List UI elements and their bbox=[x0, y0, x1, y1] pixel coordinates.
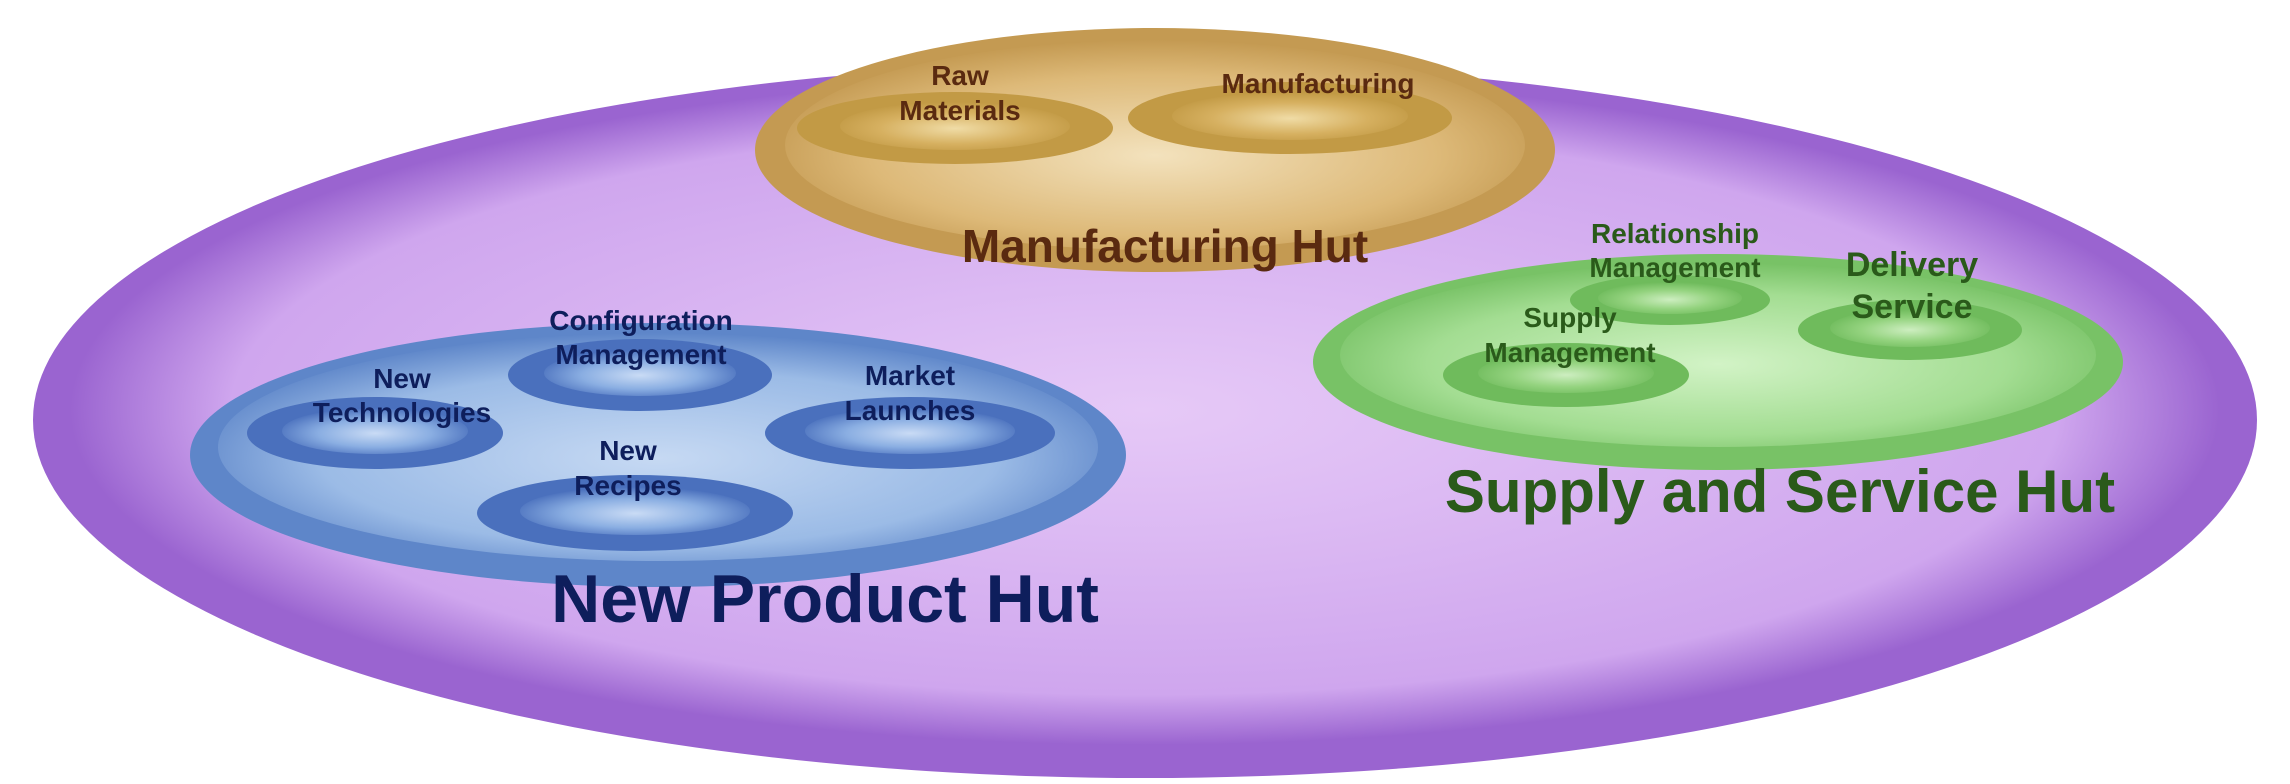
manufacturing-item-raw-materials bbox=[797, 92, 1113, 164]
delivery-service-label-line-1: Delivery bbox=[1846, 246, 1978, 284]
supply-item-supply-management bbox=[1443, 343, 1689, 407]
new-product-item-configuration-management bbox=[508, 339, 772, 411]
new-product-item-new-technologies bbox=[247, 397, 503, 469]
market-launches-label-line-2: Launches bbox=[845, 395, 976, 426]
raw-materials-label-line-1: Raw bbox=[931, 60, 989, 91]
relationship-management-label-line-2: Management bbox=[1589, 252, 1760, 283]
delivery-service-label-line-2: Service bbox=[1852, 288, 1973, 326]
new-recipes-label-line-1: New bbox=[599, 435, 657, 466]
manufacturing-hut-title: Manufacturing Hut bbox=[962, 220, 1368, 272]
outer-platform bbox=[33, 62, 2257, 778]
configuration-management-label-line-1: Configuration bbox=[549, 305, 733, 336]
new-product-hut-title: New Product Hut bbox=[551, 561, 1099, 637]
supply-management-label-line-2: Management bbox=[1484, 337, 1655, 368]
supply-service-hut bbox=[1313, 254, 2123, 470]
supply-management-label-line-1: Supply bbox=[1523, 302, 1617, 333]
manufacturing-label: Manufacturing bbox=[1222, 68, 1415, 99]
supply-service-hut-title: Supply and Service Hut bbox=[1445, 458, 2115, 525]
new-product-item-market-launches bbox=[765, 397, 1055, 469]
supply-item-delivery-service bbox=[1798, 300, 2022, 360]
new-recipes-label-line-2: Recipes bbox=[574, 470, 681, 501]
configuration-management-label-line-2: Management bbox=[555, 339, 726, 370]
new-product-item-new-recipes bbox=[477, 475, 793, 551]
new-technologies-label-line-1: New bbox=[373, 363, 431, 394]
supply-item-relationship-management bbox=[1570, 275, 1770, 325]
raw-materials-label-line-2: Materials bbox=[899, 95, 1020, 126]
manufacturing-hut bbox=[755, 28, 1555, 272]
new-product-hut bbox=[190, 323, 1126, 587]
relationship-management-label-line-1: Relationship bbox=[1591, 218, 1759, 249]
market-launches-label-line-1: Market bbox=[865, 360, 955, 391]
manufacturing-item-manufacturing bbox=[1128, 82, 1452, 154]
new-technologies-label-line-2: Technologies bbox=[313, 397, 491, 428]
